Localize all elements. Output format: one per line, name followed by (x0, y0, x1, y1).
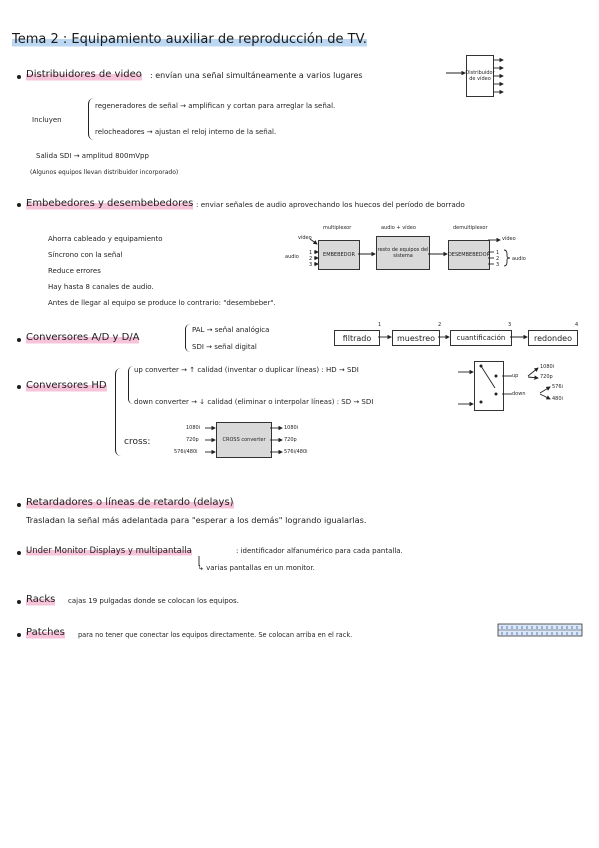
resto-equipos-box: resto de equipos del sistema (376, 236, 430, 270)
label-audio-video: audio + vídeo (381, 225, 416, 231)
cross-in: 720p (186, 437, 199, 443)
bullet (17, 551, 21, 555)
brace (88, 98, 94, 140)
embebedor-label: EMBEBEDOR (323, 252, 355, 258)
conversores-ad-sdi: SDI → señal digital (192, 343, 257, 351)
step-label: redondeo (534, 333, 572, 343)
up-converter: up converter → ↑ calidad (inventar o dup… (134, 366, 359, 374)
switch-box (474, 361, 504, 411)
bullet (17, 503, 21, 507)
embebedores-item: Ahorra cableado y equipamiento (48, 235, 163, 243)
down-out: 576i (552, 384, 563, 390)
distribuidores-item-regeneradores: regeneradores de señal → amplifican y co… (95, 102, 336, 110)
label-in-2: 2 (309, 256, 313, 262)
brace (185, 324, 190, 352)
racks-text: cajas 19 pulgadas donde se colocan los e… (68, 597, 239, 605)
step-filtrado: filtrado (334, 330, 380, 346)
embebedor-box: EMBEBEDOR (318, 240, 360, 270)
step-num: 4 (575, 322, 579, 328)
up-out: 1080i (540, 364, 555, 370)
switch-down-label: down (512, 391, 526, 397)
label-in-3: 3 (309, 262, 313, 268)
embebedores-item: Síncrono con la señal (48, 251, 123, 259)
embebedores-item: Antes de llegar al equipo se produce lo … (48, 299, 276, 307)
label-in-1: 1 (309, 250, 313, 256)
distribuidor-box: Distribuidor de vídeo (465, 55, 495, 97)
step-cuantificacion: cuantificación (450, 330, 512, 346)
down-out: 480i (552, 396, 563, 402)
up-out: 720p (540, 374, 553, 380)
umd-text: : identificador alfanumérico para cada p… (236, 547, 403, 555)
conversores-ad-heading: Conversores A/D y D/A (26, 332, 140, 344)
brace (128, 366, 133, 404)
step-redondeo: redondeo (528, 330, 578, 346)
step-label: filtrado (342, 333, 372, 343)
retardadores-heading: Retardadores o líneas de retardo (delays… (26, 497, 234, 509)
label-video-out: vídeo (502, 236, 516, 242)
cross-out: 720p (284, 437, 297, 443)
label-video-in: vídeo (298, 235, 312, 241)
embebedores-text: : enviar señales de audio aprovechando l… (196, 200, 465, 209)
step-muestreo: muestreo (392, 330, 440, 346)
down-converter: down converter → ↓ calidad (eliminar o i… (134, 398, 374, 406)
distribuidores-salida: Salida SDI → amplitud 800mVpp (36, 152, 149, 160)
switch-up-label: up (512, 373, 519, 379)
distribuidores-heading: Distribuidores de video (26, 69, 142, 81)
step-num: 2 (438, 322, 442, 328)
step-label: cuantificación (456, 334, 506, 342)
embebedores-heading: Embebedores y desembebedores (26, 198, 194, 210)
desembebedor-box: DESEMBEBEDOR (448, 240, 490, 270)
bullet (17, 600, 21, 604)
brace (115, 368, 121, 456)
conversores-ad-pal: PAL → señal analógica (192, 326, 270, 334)
label-demultiplexor: demultiplexor (453, 225, 488, 231)
cross-out: 1080i (284, 425, 299, 431)
label-out-1: 1 (496, 250, 500, 256)
patches-heading: Patches (26, 627, 65, 639)
cross-out: 576i/480i (284, 449, 308, 455)
patches-text: para no tener que conectar los equipos d… (78, 631, 353, 639)
conversores-hd-heading: Conversores HD (26, 380, 107, 392)
label-audio-in: audio (285, 254, 299, 260)
label-out-2: 2 (496, 256, 500, 262)
embebedores-item: Hay hasta 8 canales de audio. (48, 283, 154, 291)
step-label: muestreo (396, 333, 436, 343)
embebedores-item: Reduce errores (48, 267, 101, 275)
retardadores-text: Trasladan la señal más adelantada para "… (26, 515, 367, 525)
cross-label: cross: (124, 437, 151, 447)
desembebedor-label: DESEMBEBEDOR (447, 252, 491, 258)
bullet (17, 385, 21, 389)
label-multiplexor: multiplexor (323, 225, 352, 231)
bullet (17, 75, 21, 79)
page-title: Tema 2 : Equipamiento auxiliar de reprod… (12, 32, 367, 48)
distribuidores-item-relocheadores: relocheadores → ajustan el reloj interno… (95, 128, 277, 136)
cross-box-label: CROSS converter (222, 437, 266, 443)
label-out-3: 3 (496, 262, 500, 268)
cross-in: 576i/480i (174, 449, 198, 455)
label-audio-out: audio (512, 256, 526, 262)
cross-in: 1080i (186, 425, 201, 431)
resto-label: resto de equipos del sistema (377, 247, 429, 259)
patch-panel-icon (497, 623, 583, 637)
bullet (17, 203, 21, 207)
umd-sub: ↳ varias pantallas en un monitor. (198, 564, 315, 572)
distribuidores-text: : envían una señal simultáneamente a var… (150, 71, 363, 80)
incluyen-label: Incluyen (32, 116, 62, 124)
cross-converter-box: CROSS converter (216, 422, 272, 458)
umd-heading-text: Under Monitor Displays y multipantalla (26, 546, 192, 556)
distribuidores-note: (Algunos equipos llevan distribuidor inc… (30, 169, 179, 176)
bullet (17, 338, 21, 342)
bullet (17, 633, 21, 637)
step-num: 3 (508, 322, 512, 328)
distribuidor-box-label: Distribuidor de vídeo (465, 70, 495, 82)
umd-heading: Under Monitor Displays y multipantalla (26, 546, 192, 556)
racks-heading: Racks (26, 594, 56, 606)
step-num: 1 (378, 322, 382, 328)
